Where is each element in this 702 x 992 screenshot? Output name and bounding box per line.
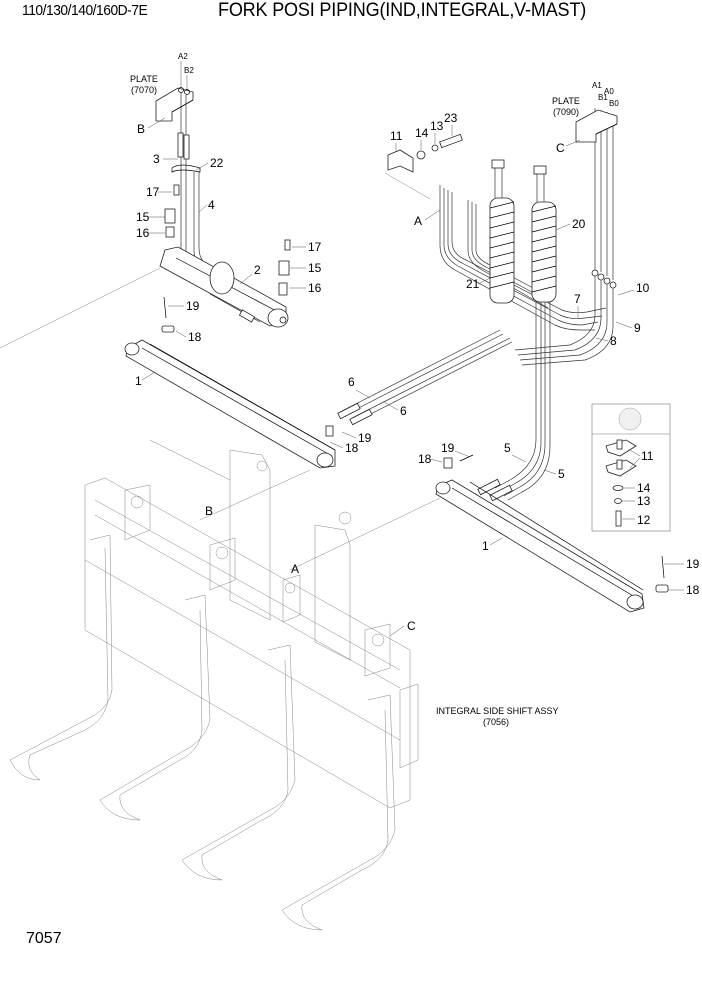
plate-right-code: (7090) bbox=[553, 107, 579, 117]
callout-16a: 16 bbox=[136, 226, 150, 240]
coiled-hose-21 bbox=[489, 159, 515, 304]
callout-12: 12 bbox=[637, 513, 651, 527]
ref-letter-c-carriage: C bbox=[407, 619, 416, 633]
callout-19b: 19 bbox=[358, 431, 372, 445]
callout-16b: 16 bbox=[308, 281, 322, 295]
plate-right-label: PLATE bbox=[552, 96, 580, 106]
long-cylinder-lower: 5 5 1 19 18 19 18 bbox=[418, 441, 700, 613]
ref-letter-b-carriage: B bbox=[205, 504, 213, 518]
callout-7: 7 bbox=[574, 292, 581, 306]
port-b2: B2 bbox=[184, 66, 194, 75]
callout-18d: 18 bbox=[686, 583, 700, 597]
fork-2 bbox=[99, 594, 211, 821]
callout-5a: 5 bbox=[504, 441, 511, 455]
cylinder-assembly-left: 3 22 4 17 15 16 2 17 15 16 bbox=[0, 152, 322, 349]
callout-19c: 19 bbox=[441, 441, 455, 455]
callout-22: 22 bbox=[210, 156, 224, 170]
callout-15b: 15 bbox=[308, 261, 322, 275]
callout-14a: 14 bbox=[415, 126, 429, 140]
plate-7070: PLATE (7070) A2 B2 B bbox=[130, 52, 194, 260]
ref-letter-b-top: B bbox=[137, 122, 145, 136]
callout-13b: 13 bbox=[637, 494, 651, 508]
clamp-kit-detail: 11 14 13 12 bbox=[591, 403, 671, 532]
tube-bundle: 11 14 13 23 A bbox=[384, 108, 650, 501]
callout-15a: 15 bbox=[136, 210, 150, 224]
page-number: 7057 bbox=[26, 930, 62, 947]
callout-10: 10 bbox=[636, 281, 650, 295]
assembly-label: INTEGRAL SIDE SHIFT ASSY bbox=[436, 706, 559, 716]
long-cylinder-upper: 1 6 6 19 18 bbox=[124, 329, 513, 469]
callout-11b: 11 bbox=[641, 449, 654, 463]
port-a0: A0 bbox=[604, 87, 614, 96]
callout-6b: 6 bbox=[400, 404, 407, 418]
port-a2: A2 bbox=[178, 52, 188, 61]
callout-18b: 18 bbox=[345, 441, 359, 455]
callout-23: 23 bbox=[444, 111, 458, 125]
callout-8: 8 bbox=[610, 334, 617, 348]
callout-2: 2 bbox=[254, 263, 261, 277]
port-b1: B1 bbox=[598, 93, 608, 102]
callout-19d: 19 bbox=[686, 557, 700, 571]
callout-4: 4 bbox=[208, 198, 215, 212]
plate-left-label: PLATE bbox=[130, 74, 158, 84]
callout-19a: 19 bbox=[186, 299, 200, 313]
assembly-code: (7056) bbox=[483, 717, 509, 727]
callout-9: 9 bbox=[634, 321, 641, 335]
callout-1b: 1 bbox=[482, 539, 489, 553]
callout-13a: 13 bbox=[430, 119, 444, 133]
integral-side-shift-assembly: B A C INTEGRAL SIDE SHIFT ASSY (7056) bbox=[9, 439, 559, 931]
ref-letter-a-carriage: A bbox=[291, 562, 299, 576]
callout-17b: 17 bbox=[308, 240, 322, 254]
port-b0: B0 bbox=[609, 99, 619, 108]
ref-letter-c-top: C bbox=[556, 141, 565, 155]
callout-3: 3 bbox=[153, 152, 160, 166]
fork-1 bbox=[9, 534, 113, 781]
callout-1a: 1 bbox=[135, 374, 142, 388]
callout-21: 21 bbox=[466, 277, 480, 291]
model-number: 110/130/140/160D-7E bbox=[22, 2, 148, 19]
page-title: FORK POSI PIPING(IND,INTEGRAL,V-MAST) bbox=[218, 0, 587, 21]
fork-4 bbox=[281, 694, 396, 931]
ref-letter-a-top: A bbox=[414, 214, 422, 228]
callout-11a: 11 bbox=[390, 129, 403, 143]
coiled-hose-20 bbox=[531, 165, 557, 303]
callout-18a: 18 bbox=[188, 330, 202, 344]
callout-6a: 6 bbox=[348, 375, 355, 389]
plate-7090: PLATE (7090) A1 A0 B1 B0 C bbox=[552, 81, 619, 155]
fork-3 bbox=[181, 644, 296, 881]
callout-18c: 18 bbox=[418, 452, 432, 466]
callout-5b: 5 bbox=[558, 467, 565, 481]
port-a1: A1 bbox=[592, 81, 602, 90]
callout-17a: 17 bbox=[146, 185, 160, 199]
plate-left-code: (7070) bbox=[131, 85, 157, 95]
callout-14b: 14 bbox=[637, 481, 651, 495]
callout-20: 20 bbox=[572, 217, 586, 231]
